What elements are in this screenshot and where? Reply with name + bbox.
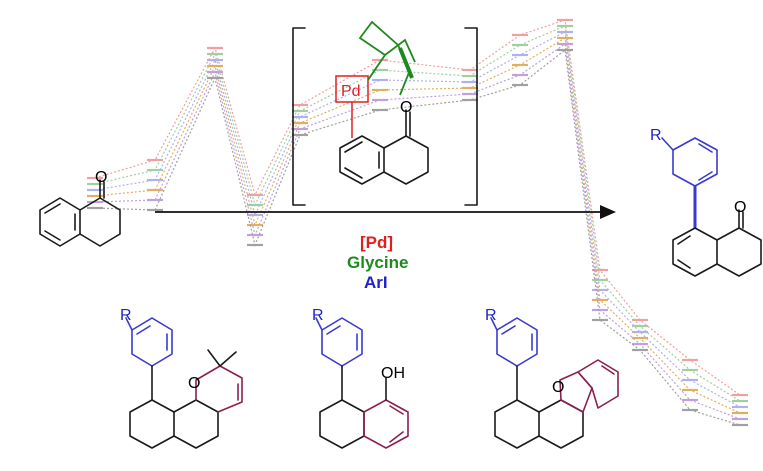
substituent-r-1: R — [120, 307, 132, 324]
hydroxyl-label: OH — [381, 365, 405, 382]
carbonyl-oxygen-start: O — [95, 169, 107, 186]
reagent-aryl-iodide: ArI — [364, 273, 388, 292]
starting-material-tetralone: O — [39, 169, 121, 247]
example-chromene-product: R O — [120, 307, 243, 449]
carbonyl-oxygen-product: O — [734, 199, 746, 216]
reagent-ligand: Glycine — [347, 253, 408, 272]
energy-trace — [94, 37, 741, 414]
energy-trace — [94, 48, 741, 426]
product-aryl-tetralone: R O — [650, 127, 762, 277]
substituent-r-3: R — [485, 307, 497, 324]
substituent-r-product: R — [650, 127, 662, 144]
substituent-r-2: R — [312, 307, 324, 324]
ring-oxygen-chromene: O — [188, 375, 200, 392]
ring-oxygen-benzofuran: O — [552, 379, 564, 396]
energy-profile-traces — [87, 18, 748, 427]
pd-label: Pd — [341, 83, 361, 100]
palladacycle-intermediate: O Pd — [292, 20, 478, 206]
example-benzofuran-product: R O — [485, 307, 619, 449]
carbonyl-oxygen-intermediate: O — [400, 99, 412, 116]
glycine-ligand — [358, 20, 416, 96]
reagent-catalyst: [Pd] — [360, 233, 393, 252]
example-naphthol-product: R OH — [312, 307, 409, 449]
reaction-arrow — [155, 205, 616, 219]
